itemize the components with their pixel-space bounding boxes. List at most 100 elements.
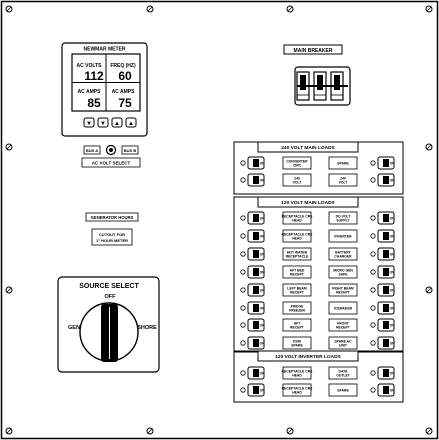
main-breaker-toggle[interactable] <box>317 75 323 90</box>
screw-slot-icon <box>426 287 432 293</box>
indicator-led-icon <box>240 322 246 328</box>
circuit-label-plate <box>282 366 312 380</box>
circuit-label-plate <box>328 229 358 243</box>
breaker-toggle[interactable] <box>383 369 389 377</box>
circuit-label-plate <box>282 156 312 170</box>
breaker-on-label: ON <box>260 217 265 221</box>
section-title-plate <box>257 350 359 362</box>
indicator-led-icon <box>240 370 246 376</box>
source-select-off-label: OFF <box>105 294 117 300</box>
source-select-shore-label: SHORE <box>137 325 157 331</box>
circuit-label: INVERTER <box>334 234 352 238</box>
breaker-toggle[interactable] <box>383 286 389 294</box>
meter-button-down-1[interactable] <box>83 117 95 128</box>
breaker-toggle[interactable] <box>253 232 259 240</box>
breaker-toggle[interactable] <box>383 304 389 312</box>
main-breaker-toggle[interactable] <box>334 75 340 90</box>
newmar-meter: NEWMAR METER AC VOLTS 112 FREQ (HZ) 60 A… <box>61 42 148 137</box>
circuit-label-plate <box>328 383 358 397</box>
breaker-on-label: ON <box>390 179 395 183</box>
breaker-toggle[interactable] <box>383 176 389 184</box>
circuit-label-plate <box>282 247 312 261</box>
breaker-toggle[interactable] <box>253 321 259 329</box>
main-breaker: MAIN BREAKER <box>283 44 351 106</box>
breaker-toggle[interactable] <box>383 232 389 240</box>
circuit-label-plate <box>282 173 312 187</box>
circuit-label-plate <box>282 383 312 397</box>
screw-slot-icon <box>426 6 432 12</box>
breaker-toggle[interactable] <box>253 386 259 394</box>
breaker-on-label: ON <box>390 307 395 311</box>
meter-button-up-2[interactable] <box>125 117 137 128</box>
breaker-toggle[interactable] <box>383 386 389 394</box>
meter-button-down-1-icon: ▼ <box>86 121 92 127</box>
indicator-led-icon <box>370 215 376 221</box>
indicator-led-icon <box>370 233 376 239</box>
meter-button-down-2[interactable] <box>97 117 109 128</box>
breaker-toggle[interactable] <box>383 339 389 347</box>
breaker-toggle[interactable] <box>253 214 259 222</box>
section-title-plate <box>257 141 359 153</box>
meter-cell-label-volts: AC VOLTS <box>77 63 103 69</box>
breaker-toggle[interactable] <box>253 339 259 347</box>
breaker-toggle[interactable] <box>253 304 259 312</box>
bus-b-label: BUS B <box>124 148 137 153</box>
bus-a-label: BUS A <box>86 148 98 153</box>
circuit-label-plate <box>328 156 358 170</box>
breaker-toggle[interactable] <box>253 369 259 377</box>
meter-cell-value-volts: 112 <box>84 69 104 83</box>
meter-cell-label-amps-b: AC AMPS <box>112 89 136 95</box>
breaker-toggle[interactable] <box>253 250 259 258</box>
circuit-label-plate <box>282 265 312 279</box>
indicator-led-icon <box>370 251 376 257</box>
main-breaker-toggle[interactable] <box>300 75 306 90</box>
breaker-on-label: ON <box>390 289 395 293</box>
meter-button-up-1[interactable] <box>111 117 123 128</box>
breaker-toggle[interactable] <box>383 268 389 276</box>
screw-slot-icon <box>147 6 153 12</box>
indicator-led-icon <box>370 340 376 346</box>
screw-slot-icon <box>426 144 432 150</box>
volt-select-knob-center-icon <box>109 148 113 152</box>
hour-meter-cutout <box>91 228 133 246</box>
breaker-toggle[interactable] <box>383 214 389 222</box>
indicator-led-icon <box>240 387 246 393</box>
breaker-toggle[interactable] <box>253 176 259 184</box>
breaker-toggle[interactable] <box>253 286 259 294</box>
indicator-led-icon <box>370 370 376 376</box>
breaker-toggle[interactable] <box>383 250 389 258</box>
circuit-label-plate <box>328 173 358 187</box>
volt-select-caption-plate <box>81 157 141 168</box>
screw-slot-icon <box>6 287 12 293</box>
circuit-label-plate <box>282 211 312 225</box>
section-title-plate <box>257 196 359 208</box>
indicator-led-icon <box>240 177 246 183</box>
circuit-label-plate <box>328 336 358 350</box>
circuit-label-plate <box>282 318 312 332</box>
breaker-toggle[interactable] <box>383 321 389 329</box>
breaker-toggle[interactable] <box>253 159 259 167</box>
circuit-label-plate <box>328 265 358 279</box>
breaker-on-label: ON <box>260 307 265 311</box>
source-select: SOURCE SELECT OFF GEN SHORE <box>57 276 160 373</box>
main-breaker-poles <box>296 71 348 101</box>
indicator-led-icon <box>240 160 246 166</box>
breaker-toggle[interactable] <box>253 268 259 276</box>
breaker-on-label: ON <box>260 162 265 166</box>
generator-title: GENERATOR HOURS <box>91 215 134 220</box>
indicator-led-icon <box>370 322 376 328</box>
breaker-on-label: ON <box>260 372 265 376</box>
indicator-led-icon <box>370 287 376 293</box>
breaker-on-label: ON <box>390 253 395 257</box>
breaker-toggle[interactable] <box>383 159 389 167</box>
